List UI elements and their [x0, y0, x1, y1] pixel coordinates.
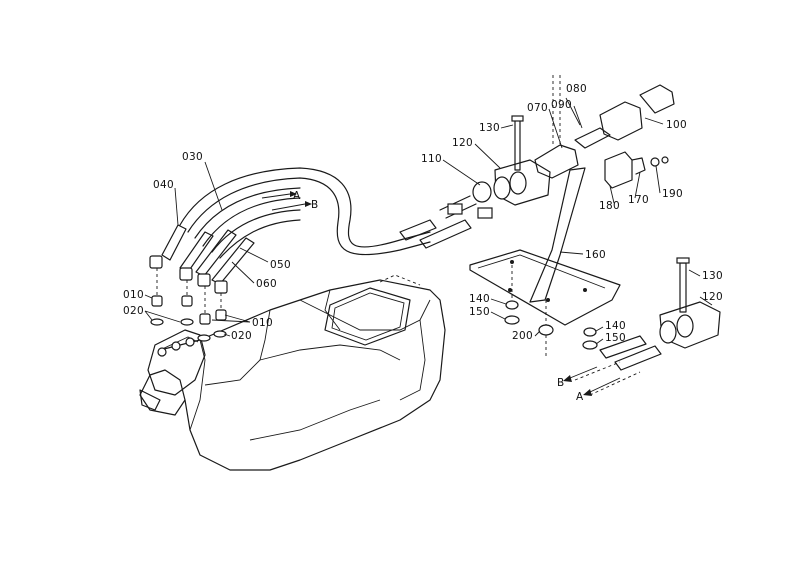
- port-a-upper: A: [293, 190, 301, 202]
- port-b-lower: B: [557, 377, 565, 389]
- callout-160: 160: [585, 249, 606, 261]
- callout-140-right: 140: [605, 320, 626, 332]
- tube-couplers: [399, 195, 493, 249]
- callout-090: 090: [551, 99, 572, 111]
- hose-bundle: [179, 167, 431, 259]
- clamp-parts: [604, 151, 669, 189]
- machine-frame: [139, 279, 446, 471]
- port-a-lower: A: [576, 391, 584, 403]
- callout-020-right: 020: [231, 330, 252, 342]
- callout-140-center: 140: [469, 293, 490, 305]
- callout-040: 040: [153, 179, 174, 191]
- callout-070: 070: [527, 102, 548, 114]
- callout-100: 100: [666, 119, 687, 131]
- callout-030: 030: [182, 151, 203, 163]
- hose-ends-left: [149, 224, 255, 342]
- callout-010-left: 010: [123, 289, 144, 301]
- callout-050: 050: [270, 259, 291, 271]
- support-bracket: [469, 167, 621, 326]
- body-top-panel: [324, 274, 421, 346]
- callout-150-center: 150: [469, 306, 490, 318]
- port-labels: A B B A: [261, 190, 621, 403]
- callout-130-lower: 130: [702, 270, 723, 282]
- callout-150-right: 150: [605, 332, 626, 344]
- callout-060: 060: [256, 278, 277, 290]
- callout-020-left: 020: [123, 305, 144, 317]
- callout-180: 180: [599, 200, 620, 212]
- callout-170: 170: [628, 194, 649, 206]
- callout-120-upper: 120: [452, 137, 473, 149]
- coupler-block-lower: [574, 257, 721, 396]
- port-b-upper: B: [311, 199, 319, 211]
- coupler-block-upper: [472, 159, 551, 206]
- leader-lines: [144, 97, 713, 345]
- callout-190: 190: [662, 188, 683, 200]
- callout-120-lower: 120: [702, 291, 723, 303]
- callout-200: 200: [512, 330, 533, 342]
- callout-010-right: 010: [252, 317, 273, 329]
- callout-labels: 030 040 050 060 010 020 010 020 110 120 …: [123, 83, 723, 344]
- fasteners-center: [504, 265, 598, 358]
- bolt-130-upper: [511, 115, 524, 171]
- callout-080: 080: [566, 83, 587, 95]
- callout-110: 110: [421, 153, 442, 165]
- quick-coupler-assembly: [534, 75, 675, 179]
- control-valve-block: [139, 329, 206, 411]
- callout-130-upper: 130: [479, 122, 500, 134]
